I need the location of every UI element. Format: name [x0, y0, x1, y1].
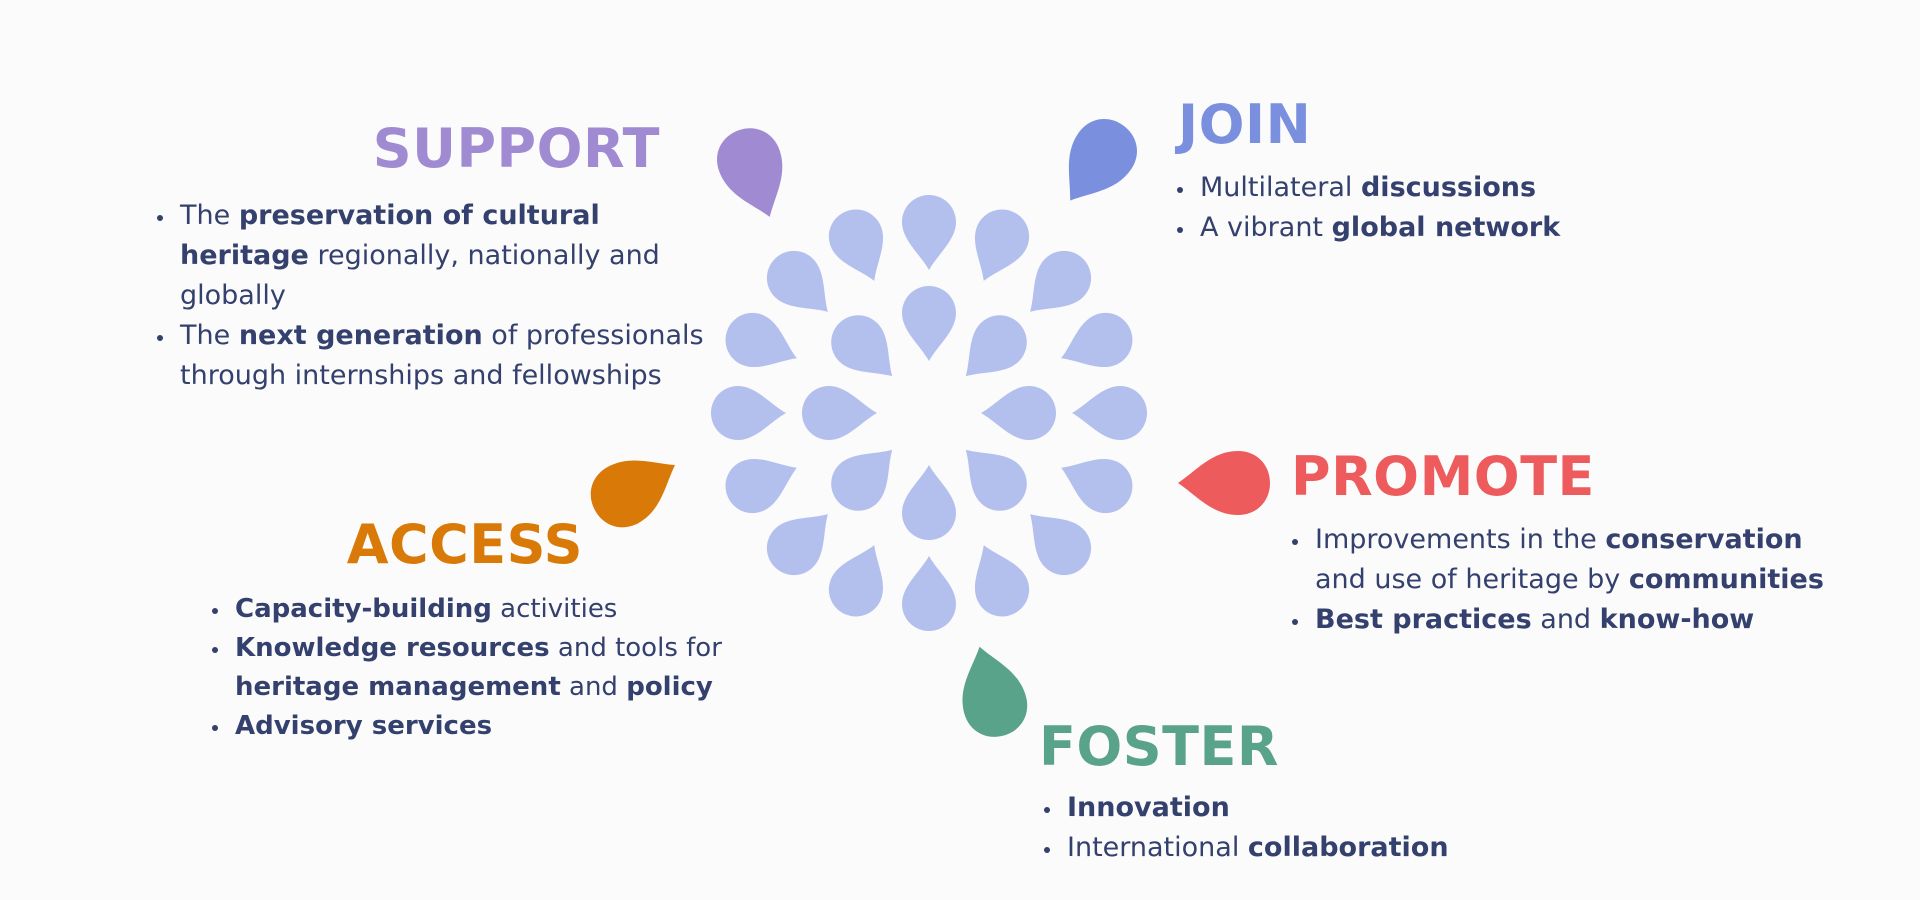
foster-title: FOSTER: [1039, 715, 1279, 778]
join-title: JOIN: [1178, 93, 1312, 156]
support-item: The preservation of cultural heritage re…: [176, 196, 728, 316]
support-item-text: The: [180, 320, 239, 351]
petal: [1061, 312, 1133, 368]
foster-item: Innovation: [1063, 788, 1535, 828]
foster-item-text: Innovation: [1067, 792, 1230, 823]
support-item: The next generation of professionals thr…: [176, 316, 728, 396]
join-list: Multilateral discussionsA vibrant global…: [1168, 168, 1668, 248]
promote-item: Improvements in the conservation and use…: [1311, 520, 1843, 600]
petal: [974, 545, 1030, 617]
petal: [1030, 250, 1092, 312]
access-item-text: heritage management: [235, 672, 561, 702]
petal: [902, 286, 956, 361]
access-item: Advisory services: [231, 707, 763, 746]
promote-item-text: and use of heritage by: [1315, 564, 1629, 595]
access-item-text: and: [560, 672, 627, 702]
petal: [725, 458, 797, 514]
petal: [1072, 386, 1147, 440]
access-item: Capacity-building activities: [231, 590, 763, 629]
access-item-text: Knowledge resources: [235, 633, 550, 663]
access-accent-petal: [590, 460, 676, 528]
join-item: Multilateral discussions: [1196, 168, 1668, 208]
support-section: SUPPORT The preservation of cultural her…: [148, 122, 728, 396]
promote-item: Best practices and know-how: [1311, 600, 1843, 640]
promote-item-text: communities: [1628, 564, 1824, 595]
petal: [1061, 458, 1133, 514]
access-item-text: Capacity-building: [235, 594, 492, 624]
petal: [828, 209, 884, 281]
foster-section: FOSTER InnovationInternational collabora…: [1035, 720, 1535, 868]
join-item-text: global network: [1331, 212, 1561, 243]
petal: [965, 315, 1027, 377]
access-list: Capacity-building activitiesKnowledge re…: [203, 590, 763, 746]
petal: [981, 386, 1056, 440]
petal: [725, 312, 797, 368]
promote-item-text: conservation: [1605, 524, 1803, 555]
access-item-text: activities: [491, 594, 618, 624]
join-accent-petal: [1068, 119, 1137, 201]
join-section: JOIN Multilateral discussionsA vibrant g…: [1168, 98, 1668, 248]
join-item-text: Multilateral: [1200, 172, 1361, 203]
access-item-text: policy: [626, 672, 713, 702]
support-accent-petal: [717, 128, 783, 217]
promote-item-text: Best practices: [1315, 604, 1532, 635]
petal: [766, 514, 828, 576]
support-list: The preservation of cultural heritage re…: [148, 196, 728, 396]
promote-accent-petal: [1178, 451, 1270, 515]
petal: [902, 195, 956, 270]
petal: [1030, 514, 1092, 576]
support-item-text: next generation: [238, 320, 483, 351]
promote-list: Improvements in the conservation and use…: [1283, 520, 1843, 640]
petal: [828, 545, 884, 617]
promote-item-text: know-how: [1599, 604, 1755, 635]
access-item: Knowledge resources and tools for herita…: [231, 629, 763, 707]
join-item-text: discussions: [1360, 172, 1537, 203]
access-section: ACCESS Capacity-building activitiesKnowl…: [203, 518, 763, 746]
support-item-text: of professionals through internships and…: [180, 320, 704, 391]
foster-item: International collaboration: [1063, 828, 1535, 868]
access-item-text: Advisory services: [235, 711, 493, 741]
petal: [902, 465, 956, 540]
petal: [965, 449, 1027, 511]
foster-item-text: International: [1067, 832, 1248, 863]
support-title: SUPPORT: [372, 117, 660, 180]
promote-item-text: and: [1531, 604, 1600, 635]
petal: [831, 315, 893, 377]
support-item-text: preservation of cultural heritage: [180, 200, 600, 271]
petal: [831, 449, 893, 511]
foster-item-text: collaboration: [1247, 832, 1449, 863]
promote-section: PROMOTE Improvements in the conservation…: [1283, 450, 1843, 640]
foster-list: InnovationInternational collaboration: [1035, 788, 1535, 868]
petal: [766, 250, 828, 312]
petal-group: [711, 195, 1147, 631]
foster-accent-petal: [962, 646, 1028, 737]
accent-petal-group: [590, 119, 1270, 737]
petal: [802, 386, 877, 440]
join-item-text: A vibrant: [1200, 212, 1332, 243]
promote-item-text: Improvements in the: [1315, 524, 1606, 555]
petal: [711, 386, 786, 440]
promote-title: PROMOTE: [1291, 445, 1595, 508]
petal: [974, 209, 1030, 281]
access-title: ACCESS: [346, 513, 583, 576]
support-item-text: regionally, nationally and globally: [180, 240, 660, 311]
support-item-text: The: [180, 200, 239, 231]
petal: [902, 556, 956, 631]
access-item-text: and tools for: [549, 633, 722, 663]
join-item: A vibrant global network: [1196, 208, 1668, 248]
